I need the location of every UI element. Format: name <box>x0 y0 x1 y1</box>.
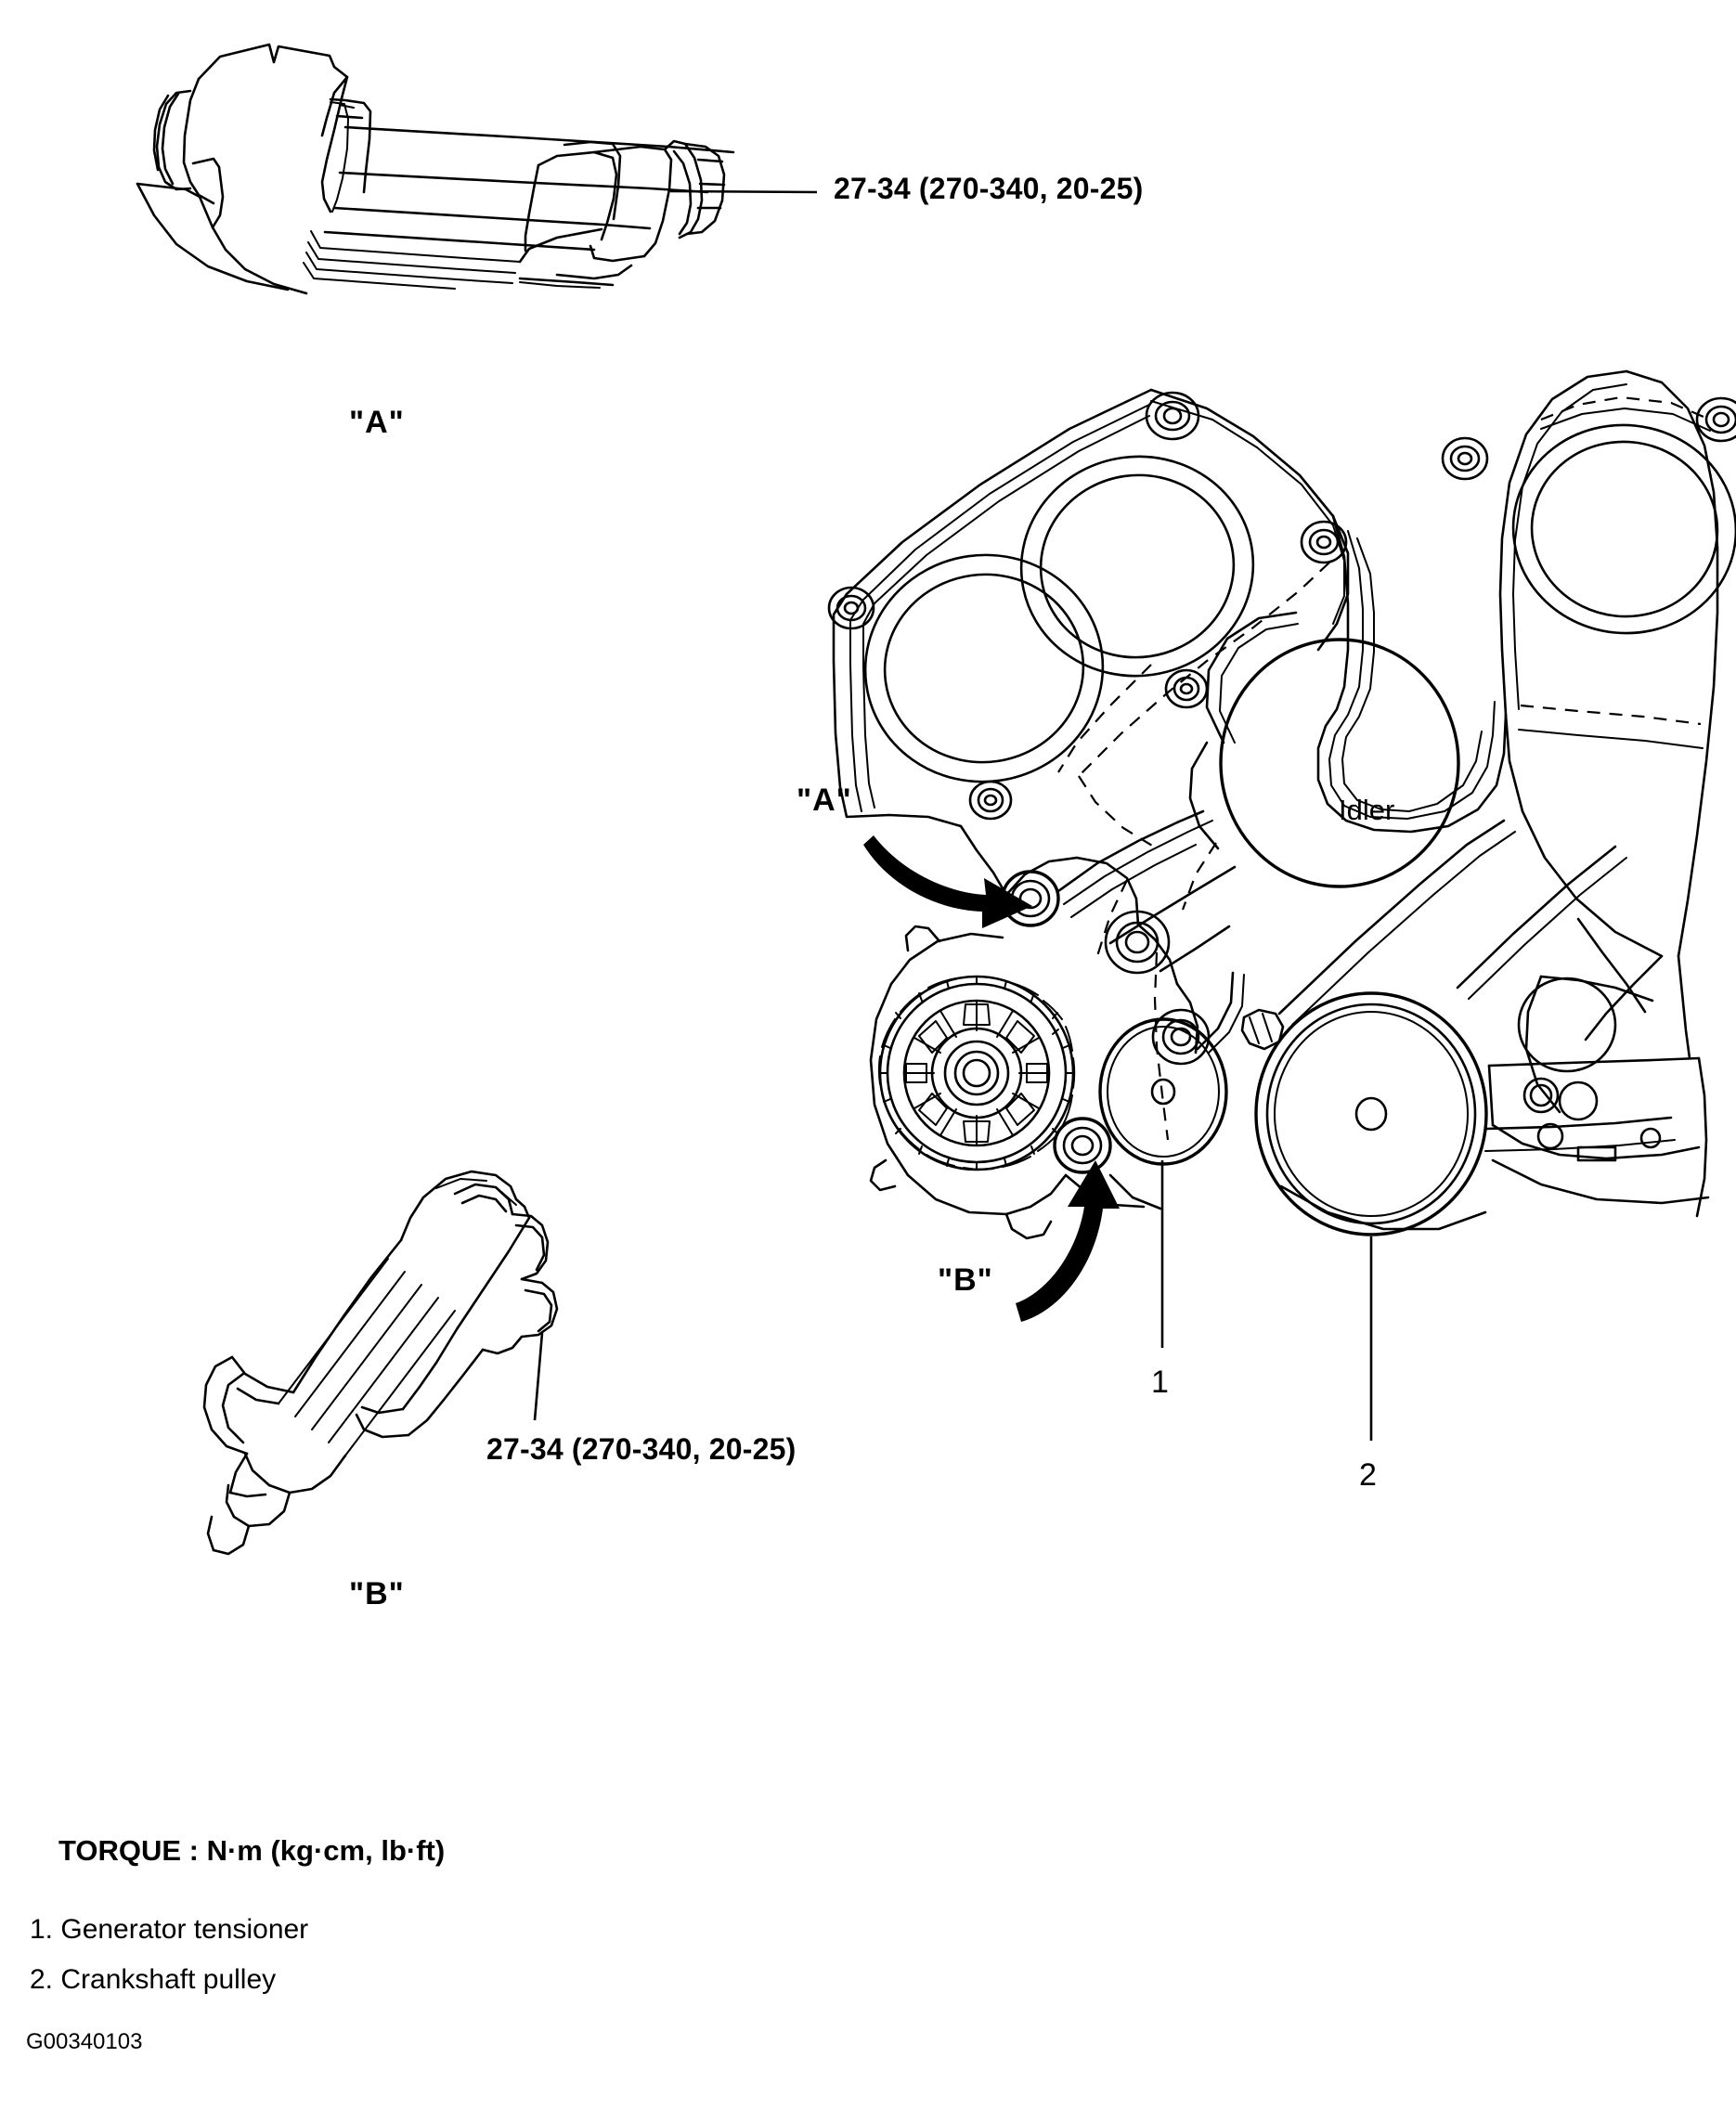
alternator-generator <box>869 925 1076 1240</box>
callout-arrow-a <box>863 835 1032 928</box>
engine-front-cover-assembly <box>827 369 1736 1441</box>
ref-number-1: 1 <box>1151 1365 1169 1400</box>
torque-callout-bottom: 27-34 (270-340, 20-25) <box>486 1432 797 1466</box>
cover-recess-lower-left <box>863 553 1105 783</box>
bolt-boss-top <box>1145 391 1200 441</box>
bracket-boss-mid <box>1104 910 1171 975</box>
bolt-boss-right-left <box>1441 436 1489 481</box>
torque-units-heading: TORQUE : N·m (kg·cm, lb·ft) <box>58 1834 446 1867</box>
cover-recess-right <box>1511 423 1736 635</box>
bracket-boss-lower-b <box>1053 1117 1112 1174</box>
idler-pulley-label: Idler <box>1339 794 1395 826</box>
callout-arrow-b <box>1016 1160 1120 1322</box>
drive-belt <box>1277 819 1676 1231</box>
arrow-b-label: "B" <box>938 1262 993 1298</box>
cover-recess-upper-left <box>1019 455 1255 678</box>
bolt-boss-left-lower <box>968 780 1013 821</box>
crankshaft-pulley <box>1254 991 1488 1236</box>
bolt-boss-mid-right <box>1300 520 1348 564</box>
bolt-boss-right-upper <box>1695 396 1736 443</box>
detail-b-part-drawing <box>202 1170 559 1556</box>
leader-line-torque-top <box>669 189 818 194</box>
block-bolt-hole-d <box>1639 1127 1662 1149</box>
idler-pulley <box>1219 638 1460 888</box>
figure-code: G00340103 <box>26 2029 143 2054</box>
bolt-boss-left <box>827 586 875 630</box>
block-bolt-hole-a <box>1522 1077 1560 1114</box>
ref-number-2: 2 <box>1359 1457 1377 1493</box>
legend-item-1: 1. Generator tensioner <box>30 1914 309 1945</box>
detail-a-part-drawing <box>136 43 735 295</box>
block-bolt-hole-c <box>1536 1122 1564 1150</box>
detail-b-caption: "B" <box>349 1576 405 1611</box>
leader-line-torque-bottom <box>533 1332 544 1421</box>
legend-item-2: 2. Crankshaft pulley <box>30 1964 277 1995</box>
torque-callout-top: 27-34 (270-340, 20-25) <box>834 172 1144 205</box>
block-bolt-hole-b <box>1558 1080 1599 1121</box>
arrow-a-label: "A" <box>797 783 852 818</box>
detail-a-caption: "A" <box>349 405 405 440</box>
